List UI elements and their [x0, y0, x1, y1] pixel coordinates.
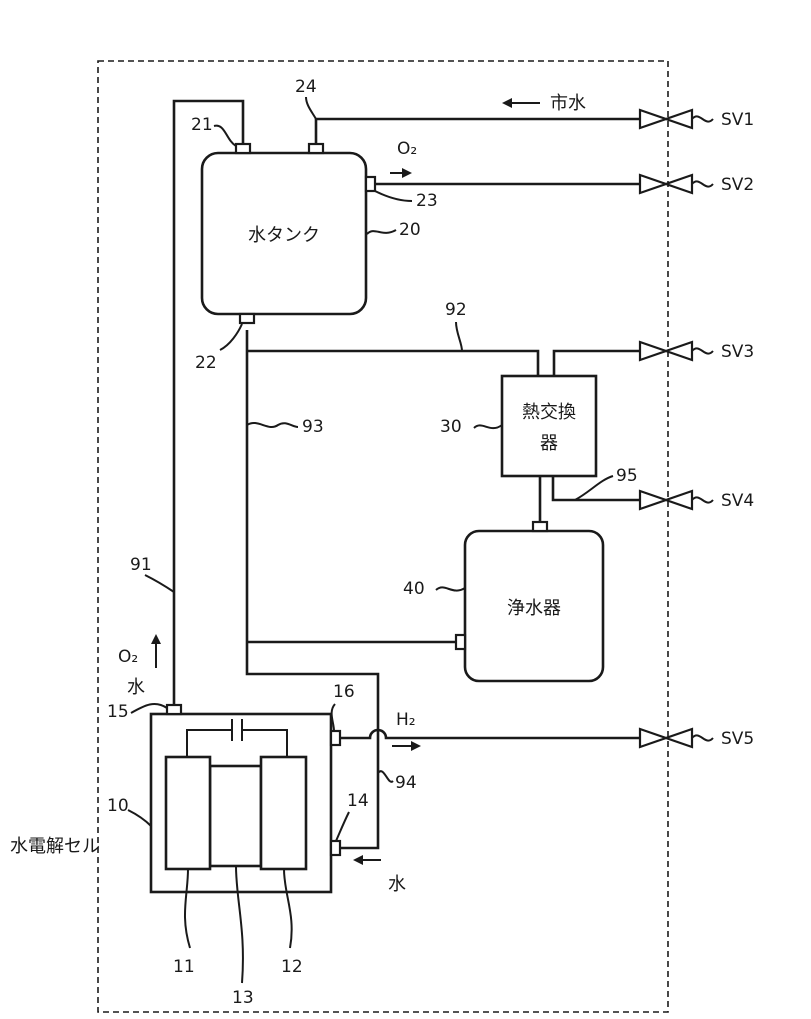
pipe-h2: [340, 730, 640, 738]
port-24: [309, 144, 323, 153]
electrolysis-cell-label: 水電解セル: [10, 836, 100, 857]
valve-sv5-label: SV5: [721, 729, 754, 749]
leader-20: [367, 230, 396, 234]
o2-cell-label: O₂: [118, 647, 138, 667]
port-15: [167, 705, 181, 714]
ref-94: 94: [395, 773, 417, 793]
valve-sv2-label: SV2: [721, 175, 754, 195]
port-22: [240, 314, 254, 323]
ref-92: 92: [445, 300, 467, 320]
ref-13: 13: [232, 988, 254, 1008]
port-purifier-left: [456, 635, 465, 649]
leader-91: [145, 575, 174, 592]
electrode-11: [166, 757, 210, 869]
port-purifier-top: [533, 522, 547, 531]
water-tank-label: 水タンク: [248, 225, 320, 246]
ref-20: 20: [399, 220, 421, 240]
heat-exchanger-label-line1: 熱交換: [522, 402, 576, 423]
ref-11: 11: [173, 957, 195, 977]
heat-exchanger: [502, 376, 596, 476]
pipe-city-water: [316, 119, 640, 145]
ref-23: 23: [416, 191, 438, 211]
valve-sv5[interactable]: [640, 729, 713, 747]
water-cell-label: 水: [127, 677, 145, 698]
leader-10: [128, 810, 151, 826]
h2-arrow: [392, 741, 421, 751]
leader-22: [220, 324, 242, 350]
ref-95: 95: [616, 466, 638, 486]
ref-30: 30: [440, 417, 462, 437]
valve-sv1-label: SV1: [721, 110, 754, 130]
valve-sv1[interactable]: [640, 110, 713, 128]
o2-cell-arrow: [151, 634, 161, 668]
leader-93: [247, 423, 298, 427]
ref-93: 93: [302, 417, 324, 437]
ref-22: 22: [195, 353, 217, 373]
leader-21: [214, 126, 236, 146]
port-23: [366, 177, 375, 191]
heat-exchanger-label-line2: 器: [540, 433, 558, 454]
electrode-12: [261, 757, 306, 869]
o2-tank-label: O₂: [397, 139, 417, 159]
valve-sv3-label: SV3: [721, 342, 754, 362]
port-16: [331, 731, 340, 745]
ref-12: 12: [281, 957, 303, 977]
ref-24: 24: [295, 77, 317, 97]
port-14: [331, 841, 340, 855]
pipe-92: [247, 351, 538, 376]
water-inlet-label: 水: [388, 874, 406, 895]
leader-40: [436, 587, 465, 590]
leader-30: [474, 425, 502, 428]
leader-92: [456, 322, 462, 351]
ref-16: 16: [333, 682, 355, 702]
valve-sv4-label: SV4: [721, 491, 754, 511]
valve-sv4[interactable]: [640, 491, 713, 509]
h2-label: H₂: [396, 710, 416, 730]
ref-40: 40: [403, 579, 425, 599]
ref-21: 21: [191, 115, 213, 135]
ref-14: 14: [347, 791, 369, 811]
water-inlet-arrow: [353, 855, 381, 865]
port-21: [236, 144, 250, 153]
pipe-sv3: [554, 351, 640, 376]
leader-95: [575, 476, 613, 500]
city-water-label: 市水: [550, 93, 586, 114]
leader-15: [131, 704, 167, 713]
o2-tank-arrow: [390, 168, 412, 178]
city-water-arrow: [502, 98, 540, 108]
valve-sv2[interactable]: [640, 175, 713, 193]
water-purifier-label: 浄水器: [507, 598, 561, 619]
leader-24: [306, 97, 316, 119]
ref-15: 15: [107, 702, 129, 722]
ref-10: 10: [107, 796, 129, 816]
ref-91: 91: [130, 555, 152, 575]
leader-94: [378, 771, 393, 782]
leader-23: [375, 191, 412, 201]
membrane-13: [210, 766, 261, 866]
valve-sv3[interactable]: [640, 342, 713, 360]
leader-14: [336, 812, 349, 841]
